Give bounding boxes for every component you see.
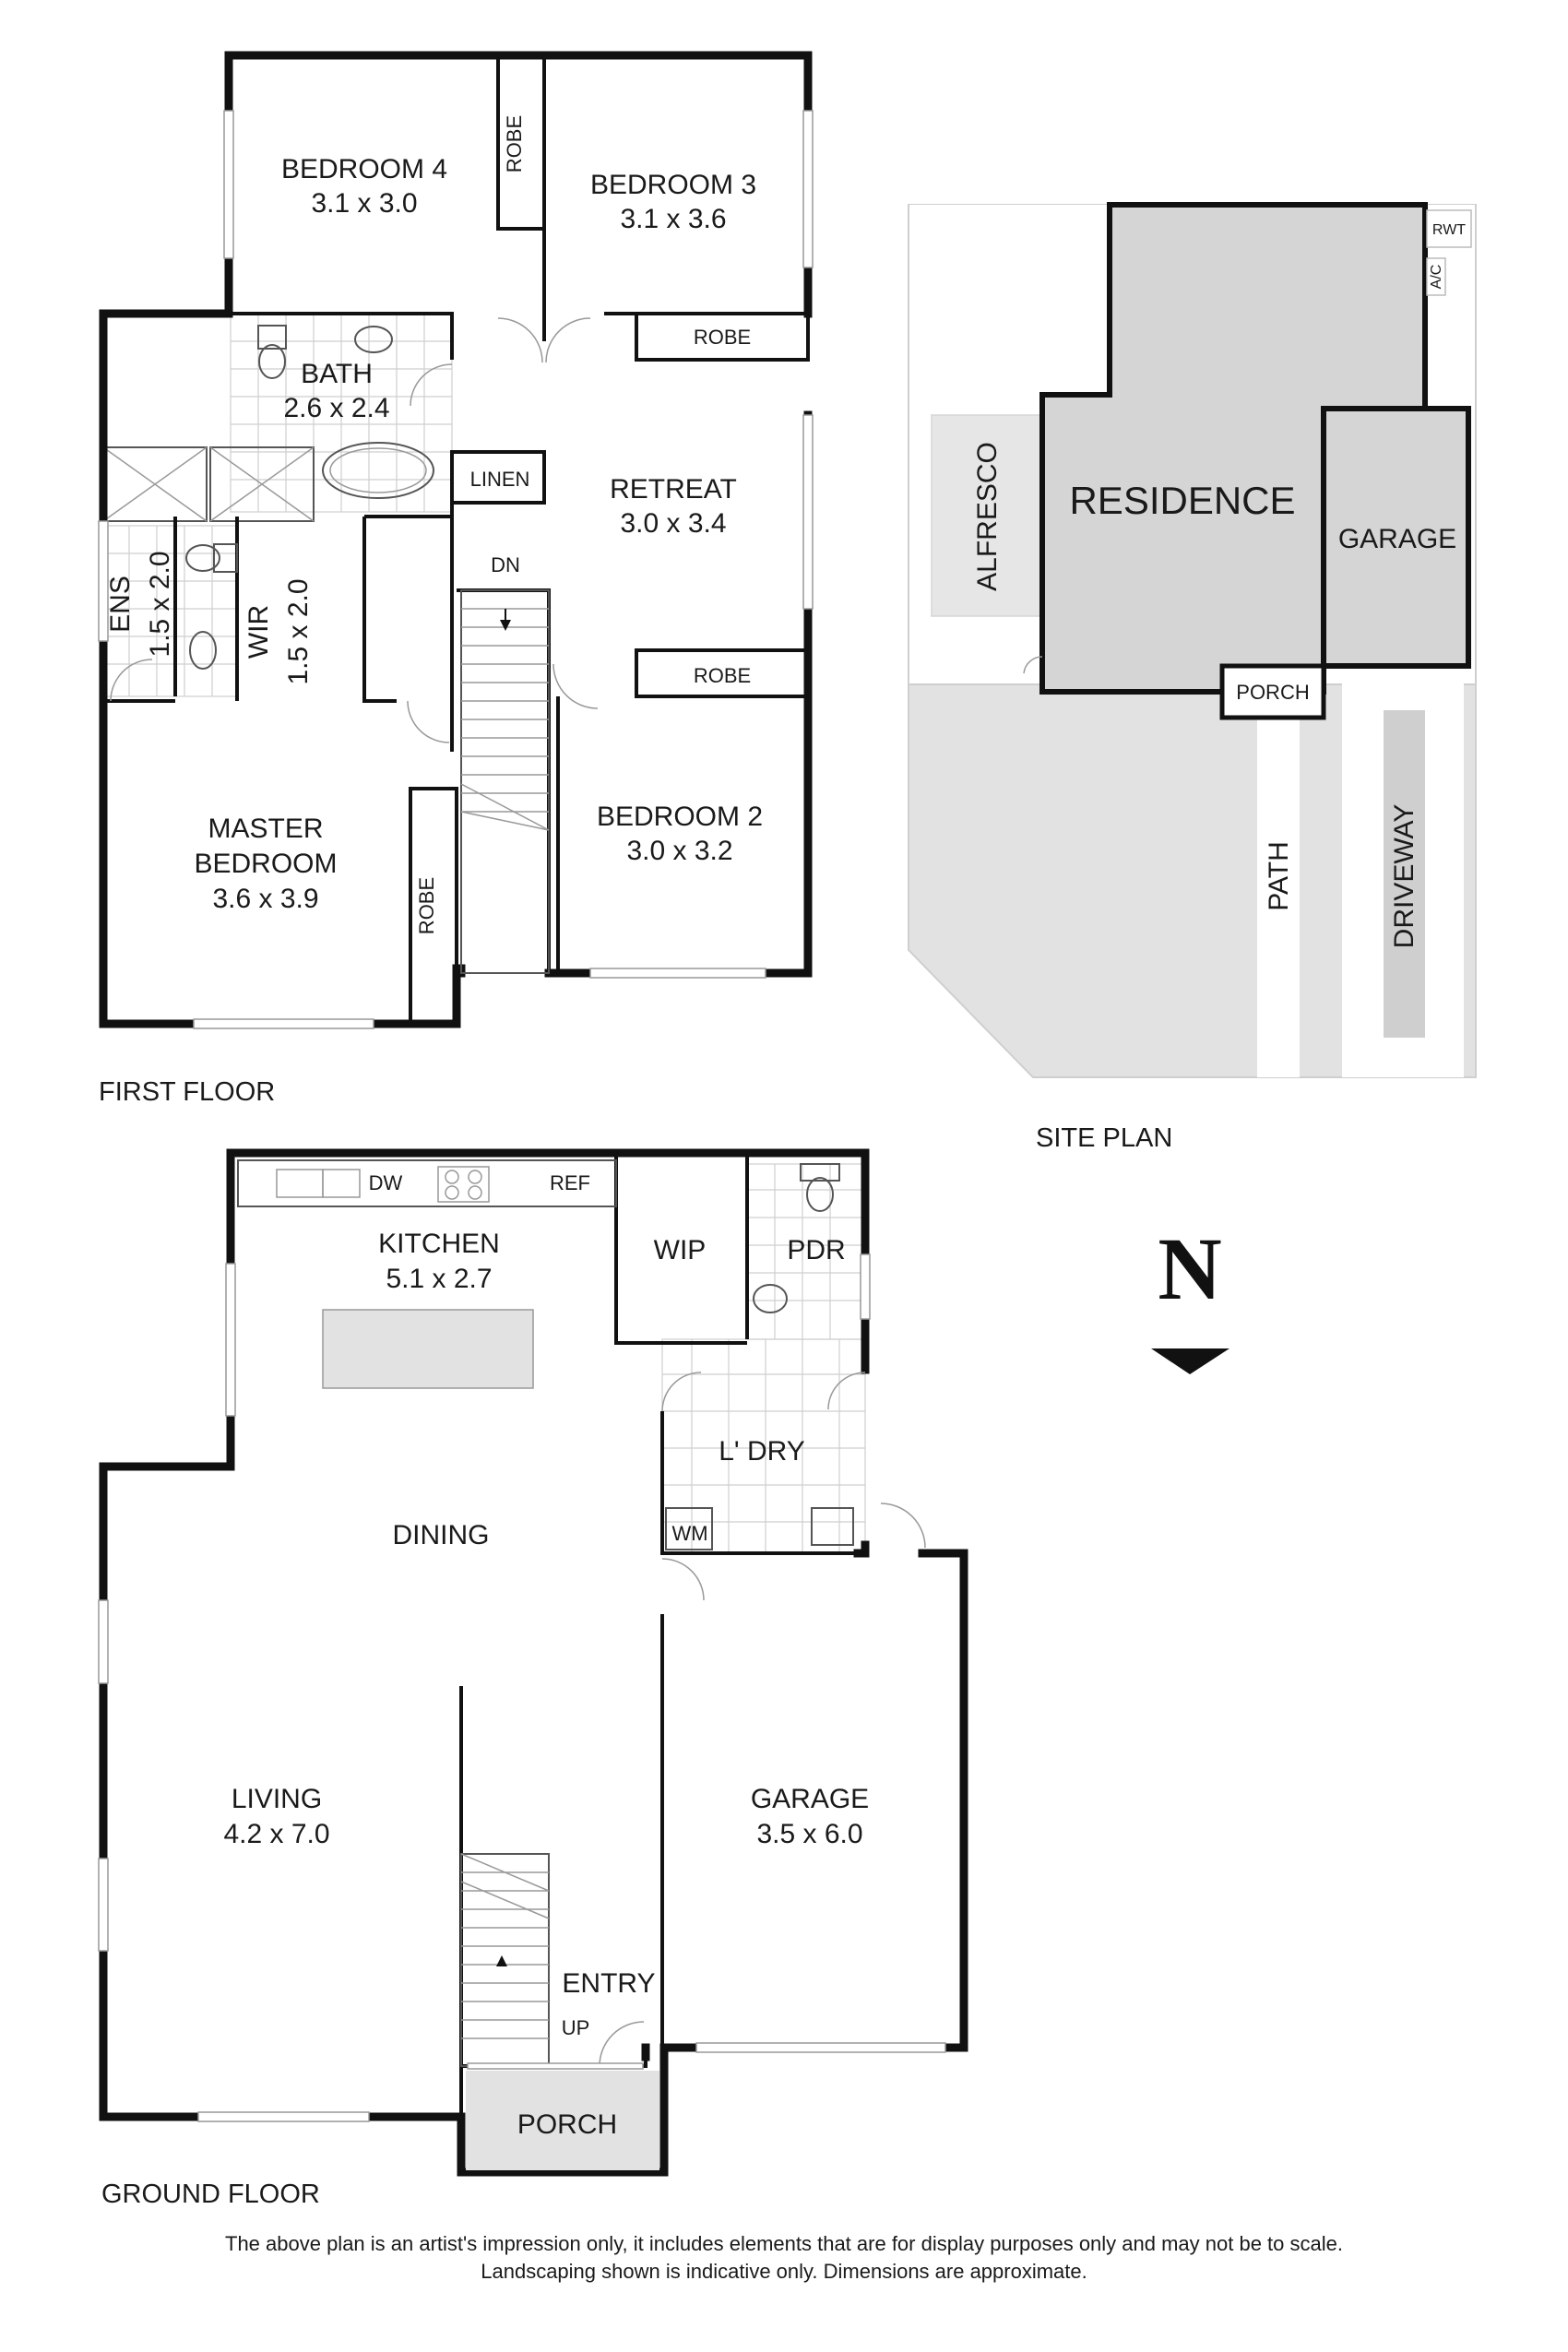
room-name-entry: ENTRY: [562, 1968, 655, 1999]
room-name-master-line1: MASTER: [208, 814, 323, 844]
washing-machine-label: WM: [671, 1522, 707, 1545]
robe-label-bedroom-2: ROBE: [694, 664, 751, 687]
robe-label-master: ROBE: [415, 877, 438, 934]
room-dims-bath: 2.6 x 2.4: [283, 393, 389, 423]
room-name-bedroom-4: BEDROOM 4: [281, 154, 447, 184]
room-dims-bedroom-2: 3.0 x 3.2: [626, 836, 732, 866]
site-porch-label: PORCH: [1236, 681, 1309, 704]
room-name-dining: DINING: [393, 1520, 490, 1550]
room-name-kitchen: KITCHEN: [378, 1229, 500, 1259]
site-path-label: PATH: [1264, 841, 1294, 911]
first-floor-windows: [98, 110, 814, 1029]
site-plan-title: SITE PLAN: [1036, 1123, 1172, 1153]
site-garage-label: GARAGE: [1338, 524, 1456, 554]
robe-label-bedroom-4: ROBE: [503, 115, 526, 172]
room-name-bedroom-2: BEDROOM 2: [597, 802, 763, 832]
north-arrow: N: [1151, 1219, 1229, 1374]
room-dims-bedroom-3: 3.1 x 3.6: [620, 204, 726, 234]
linen-label: LINEN: [470, 468, 530, 491]
room-name-retreat: RETREAT: [610, 474, 737, 505]
site-alfresco-label: ALFRESCO: [972, 442, 1003, 591]
ground-floor-tiles: [661, 1163, 866, 1554]
site-plan: RESIDENCE GARAGE ALFRESCO PORCH PATH DRI…: [908, 202, 1477, 1153]
fridge-label: REF: [550, 1171, 590, 1194]
stair-down-label: DN: [491, 553, 520, 576]
room-name-pdr: PDR: [787, 1235, 845, 1265]
disclaimer-line-1: The above plan is an artist's impression…: [225, 2232, 1343, 2255]
stairs-first-floor: [460, 589, 550, 974]
porch-area: [466, 2071, 659, 2170]
kitchen-island: [322, 1309, 534, 1389]
room-dims-retreat: 3.0 x 3.4: [620, 508, 726, 539]
room-dims-ens: 1.5 x 2.0: [145, 551, 175, 657]
room-name-laundry: L' DRY: [719, 1436, 805, 1467]
room-name-wir: WIR: [244, 605, 274, 659]
north-arrow-icon: [1151, 1348, 1229, 1374]
room-dims-garage: 3.5 x 6.0: [756, 1819, 862, 1849]
stair-up-label: UP: [562, 2016, 590, 2039]
room-name-garage: GARAGE: [751, 1784, 869, 1814]
ground-floor-windows: [98, 1253, 946, 2122]
site-ac-label: A/C: [1429, 265, 1444, 290]
first-floor-fixtures: [185, 325, 434, 670]
ground-floor-plan: DW REF KITCHEN 5.1 x 2.7 WIP PDR L' DRY …: [98, 1148, 968, 2209]
room-name-bath: BATH: [301, 359, 373, 389]
site-rwt-label: RWT: [1432, 222, 1466, 238]
site-driveway-label: DRIVEWAY: [1389, 804, 1420, 949]
room-name-wip: WIP: [654, 1235, 707, 1265]
room-dims-living: 4.2 x 7.0: [223, 1819, 329, 1849]
ground-floor-fixtures: [665, 1163, 854, 1550]
first-floor-title: FIRST FLOOR: [99, 1077, 275, 1107]
first-floor-plan: BEDROOM 4 3.1 x 3.0 BEDROOM 3 3.1 x 3.6 …: [98, 51, 814, 1107]
ground-floor-title: GROUND FLOOR: [101, 2180, 320, 2209]
room-dims-wir: 1.5 x 2.0: [283, 578, 314, 684]
room-name-living: LIVING: [232, 1784, 322, 1814]
dishwasher-label: DW: [369, 1171, 403, 1194]
room-name-bedroom-3: BEDROOM 3: [590, 170, 756, 200]
disclaimer: The above plan is an artist's impression…: [0, 2230, 1568, 2286]
site-residence-label: RESIDENCE: [1069, 479, 1295, 522]
room-name-porch: PORCH: [517, 2109, 617, 2140]
room-name-ens: ENS: [105, 576, 136, 633]
room-dims-kitchen: 5.1 x 2.7: [386, 1264, 492, 1294]
robe-label-bedroom-3: ROBE: [694, 326, 751, 349]
first-floor-doors: [110, 317, 599, 743]
ground-floor-doors: [599, 1372, 926, 2067]
room-dims-master: 3.6 x 3.9: [212, 884, 318, 914]
room-name-master-line2: BEDROOM: [194, 849, 337, 879]
room-dims-bedroom-4: 3.1 x 3.0: [311, 188, 417, 219]
disclaimer-line-2: Landscaping shown is indicative only. Di…: [481, 2260, 1087, 2283]
stairs-ground-floor: [460, 1853, 550, 2067]
north-label: N: [1158, 1219, 1221, 1318]
